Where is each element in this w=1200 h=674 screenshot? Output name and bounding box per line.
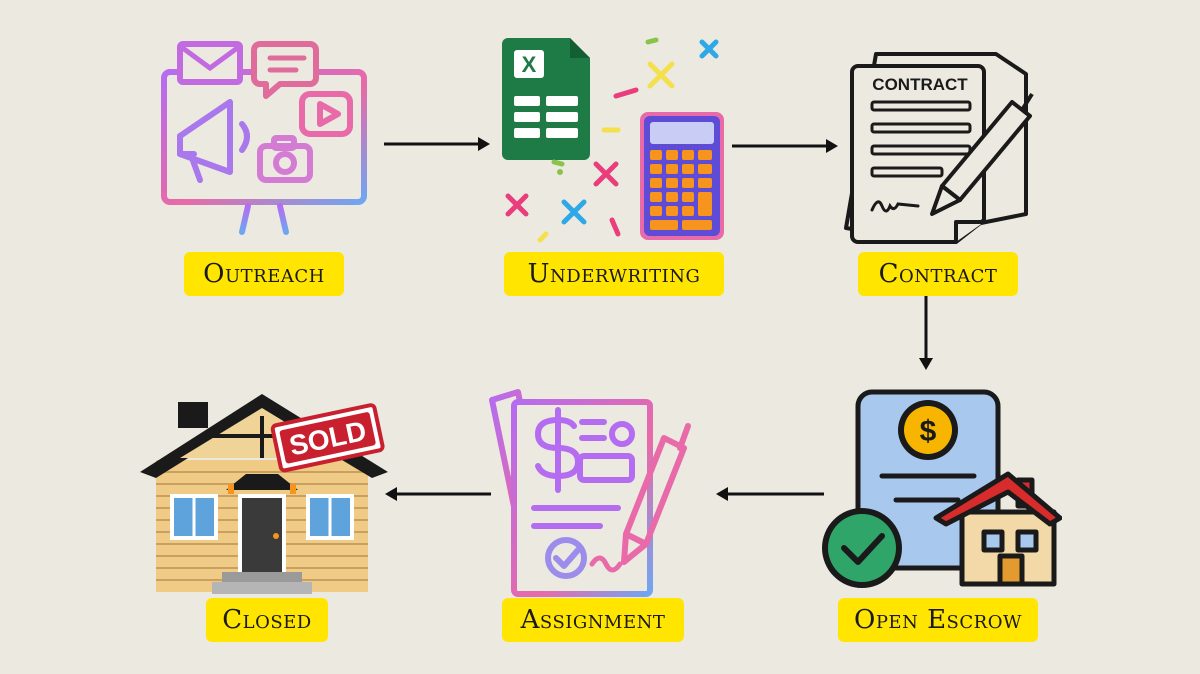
arrow-outreach-to-underwriting	[384, 137, 490, 151]
email-icon	[177, 41, 243, 85]
camera-icon	[257, 135, 313, 183]
megaphone-icon	[177, 99, 250, 183]
computer-monitor-icon	[161, 41, 367, 239]
pen-icon	[930, 92, 1034, 216]
pen-icon	[621, 423, 691, 565]
dollar-coin-icon: $	[898, 400, 958, 460]
window-right	[306, 494, 354, 540]
arrow-assignment-to-closed	[385, 487, 491, 501]
escrow-document-with-house-icon: $	[822, 389, 1062, 588]
step-label-assignment: Assignment	[502, 598, 684, 642]
svg-text:X: X	[522, 52, 537, 77]
step-label-closed: Closed	[206, 598, 328, 642]
svg-text:$: $	[920, 415, 937, 448]
check-badge-icon	[545, 537, 587, 579]
spreadsheet-icon: X	[502, 38, 590, 160]
spreadsheet-and-calculator-icon: X	[502, 37, 724, 243]
calculator-icon	[640, 112, 724, 240]
arrow-contract-to-open-escrow	[919, 294, 933, 370]
step-label-underwriting: Underwriting	[504, 252, 724, 296]
house-with-sold-sign-icon: SOLD	[140, 394, 388, 594]
step-label-open-escrow: Open Escrow	[838, 598, 1038, 642]
arrow-underwriting-to-contract	[732, 139, 838, 153]
contract-heading: CONTRACT	[872, 75, 968, 94]
play-button-icon	[299, 91, 353, 137]
window-left	[170, 494, 218, 540]
sold-sign: SOLD	[270, 403, 385, 473]
assignment-document-icon	[489, 389, 691, 597]
chat-bubble-icon	[251, 41, 319, 99]
step-label-outreach: Outreach	[184, 252, 344, 296]
small-house-icon	[933, 471, 1062, 587]
step-label-contract: Contract	[858, 252, 1018, 296]
arrow-open-escrow-to-assignment	[716, 487, 824, 501]
contract-document-with-pen-icon: CONTRACT	[844, 52, 1034, 244]
check-circle-icon	[822, 508, 902, 588]
